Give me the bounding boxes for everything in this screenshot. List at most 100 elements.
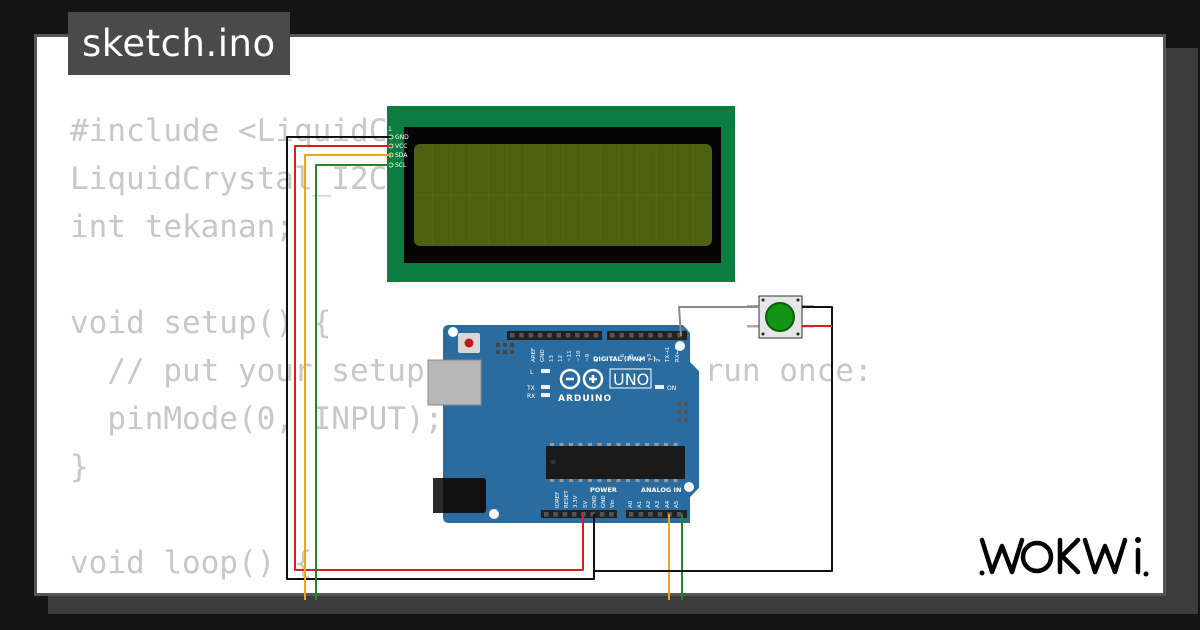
wokwi-logo bbox=[979, 537, 1149, 577]
button-cap[interactable] bbox=[765, 302, 795, 332]
header-pin bbox=[544, 512, 549, 517]
reset-button-cap[interactable] bbox=[464, 338, 474, 348]
lcd-pin-label: SCL bbox=[395, 162, 407, 169]
header-pin bbox=[648, 333, 653, 338]
header-pin bbox=[584, 333, 589, 338]
chip-pin bbox=[654, 443, 659, 446]
bottom-pin-label: GND bbox=[592, 495, 598, 508]
header-pin bbox=[510, 333, 515, 338]
header-pin bbox=[609, 512, 614, 517]
bottom-pin-label: IOREF bbox=[555, 492, 561, 508]
header-pin bbox=[599, 512, 605, 517]
bottom-pin-label: RESET bbox=[564, 490, 570, 508]
digital-pin-label: 2 bbox=[656, 359, 662, 363]
digital-pin-label: 12 bbox=[558, 355, 564, 362]
chip-pin bbox=[597, 479, 602, 482]
header-pin bbox=[638, 333, 644, 338]
led-tx bbox=[541, 385, 550, 389]
power-header bbox=[541, 510, 617, 518]
chip-pin bbox=[664, 479, 668, 482]
analog-header bbox=[626, 510, 687, 518]
header-pin bbox=[629, 512, 634, 517]
header-pin bbox=[677, 333, 682, 338]
uno-badge bbox=[609, 368, 652, 389]
code-line: void setup() { bbox=[70, 305, 332, 341]
chip-pin bbox=[559, 443, 564, 446]
chip-pin bbox=[588, 479, 592, 482]
chip-pin bbox=[664, 443, 668, 446]
push-button[interactable] bbox=[747, 295, 814, 339]
mount-hole bbox=[448, 327, 458, 337]
lcd-pin-label: SDA bbox=[395, 152, 408, 159]
digital-pin-label: 13 bbox=[549, 355, 555, 362]
header-pin bbox=[667, 333, 673, 338]
header-pin bbox=[619, 333, 625, 338]
digital-pin-label: 7 bbox=[611, 358, 617, 362]
header-pin bbox=[553, 512, 558, 517]
chip-pin bbox=[550, 479, 554, 482]
wires bbox=[286, 136, 833, 600]
wire-button-signal bbox=[678, 306, 759, 337]
code-line: pinMode(0, INPUT); bbox=[70, 401, 444, 437]
code-line: int tekanan; bbox=[70, 209, 294, 245]
digital-pin-label: ~5 bbox=[629, 353, 635, 362]
chip-pins bbox=[550, 443, 678, 482]
lcd-display[interactable]: 1 GND VCC SDA SCL bbox=[387, 106, 735, 282]
mount-hole bbox=[489, 509, 499, 519]
led-label: L bbox=[530, 369, 534, 376]
digital-pin-label: 8 bbox=[594, 358, 600, 362]
chip-pin bbox=[607, 443, 611, 446]
led-on bbox=[655, 385, 664, 389]
header-pin bbox=[556, 333, 561, 338]
lcd-char-grid bbox=[416, 146, 710, 244]
icsp2-header bbox=[677, 402, 688, 422]
model-label: UNO bbox=[613, 370, 649, 389]
header-pin bbox=[657, 512, 663, 517]
on-label: ON bbox=[667, 385, 676, 392]
power-analog-header-pins bbox=[544, 512, 682, 517]
chip-pin bbox=[597, 443, 602, 446]
digital-pin-label: RX←0 bbox=[675, 346, 681, 362]
digital-label: DIGITAL (PWM ~) bbox=[593, 355, 656, 363]
code-line: void loop() { bbox=[70, 545, 313, 581]
wire-lcd-sda bbox=[304, 154, 391, 600]
digital-pin-label: GND bbox=[540, 349, 546, 362]
header-pin bbox=[593, 333, 599, 338]
led-label: RX bbox=[527, 393, 535, 400]
bottom-pin-label: A0 bbox=[628, 500, 634, 508]
digital-header-pins bbox=[510, 333, 682, 338]
digital-pin-label: AREF bbox=[531, 348, 537, 362]
atmega-chip bbox=[546, 446, 685, 479]
led-label: TX bbox=[526, 385, 535, 392]
header-pin bbox=[590, 512, 595, 517]
chip-pin bbox=[673, 443, 678, 446]
chip-pin bbox=[569, 443, 573, 446]
wire-lcd-gnd bbox=[286, 136, 595, 580]
header-pin bbox=[547, 333, 552, 338]
bottom-pin-label: GND bbox=[601, 495, 607, 508]
chip-pin bbox=[550, 443, 554, 446]
led-rx bbox=[541, 393, 550, 397]
chip-pin bbox=[626, 479, 630, 482]
digital-pin-label: ~6 bbox=[620, 353, 626, 362]
chip-pin bbox=[626, 443, 630, 446]
chip-pin bbox=[578, 443, 583, 446]
file-tab[interactable]: sketch.ino bbox=[68, 12, 290, 75]
header-pin bbox=[658, 333, 663, 338]
digital-pin-label: ~10 bbox=[576, 350, 582, 362]
lcd-pin-index: 1 bbox=[388, 126, 392, 133]
digital-pin-label: 4 bbox=[638, 358, 644, 362]
header-pin bbox=[571, 512, 577, 517]
chip-pin bbox=[569, 479, 573, 482]
bottom-pin-label: 3.3V bbox=[573, 495, 579, 508]
usb-connector bbox=[427, 359, 482, 406]
chip-pin bbox=[635, 479, 640, 482]
chip-pin bbox=[559, 479, 564, 482]
chip-pin bbox=[635, 443, 640, 446]
digital-header-right bbox=[607, 331, 687, 340]
chip-pin bbox=[616, 479, 621, 482]
